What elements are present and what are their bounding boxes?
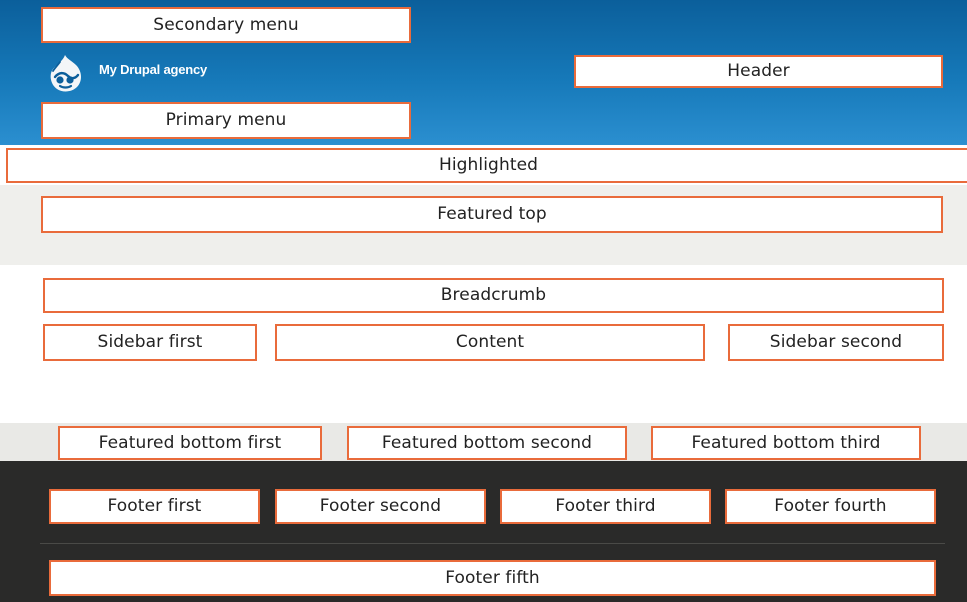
- header-region: Header: [574, 55, 943, 88]
- footer-first-region: Footer first: [49, 489, 260, 524]
- footer-fifth-region: Footer fifth: [49, 560, 936, 596]
- primary-menu-region: Primary menu: [41, 102, 411, 139]
- footer-third-region: Footer third: [500, 489, 711, 524]
- footer-second-region: Footer second: [275, 489, 486, 524]
- featured-bottom-first-region: Featured bottom first: [58, 426, 322, 460]
- site-name[interactable]: My Drupal agency: [99, 61, 208, 77]
- sidebar-second-region: Sidebar second: [728, 324, 944, 361]
- content-region: Content: [275, 324, 705, 361]
- site-branding: My Drupal agency: [45, 53, 265, 93]
- breadcrumb-region: Breadcrumb: [43, 278, 944, 313]
- sidebar-first-region: Sidebar first: [43, 324, 257, 361]
- highlighted-region: Highlighted: [6, 148, 967, 183]
- featured-bottom-second-region: Featured bottom second: [347, 426, 627, 460]
- featured-top-region: Featured top: [41, 196, 943, 233]
- featured-bottom-third-region: Featured bottom third: [651, 426, 921, 460]
- secondary-menu-region: Secondary menu: [41, 7, 411, 43]
- footer-fourth-region: Footer fourth: [725, 489, 936, 524]
- drupal-drop-icon: [50, 55, 82, 92]
- footer-divider: [40, 543, 945, 544]
